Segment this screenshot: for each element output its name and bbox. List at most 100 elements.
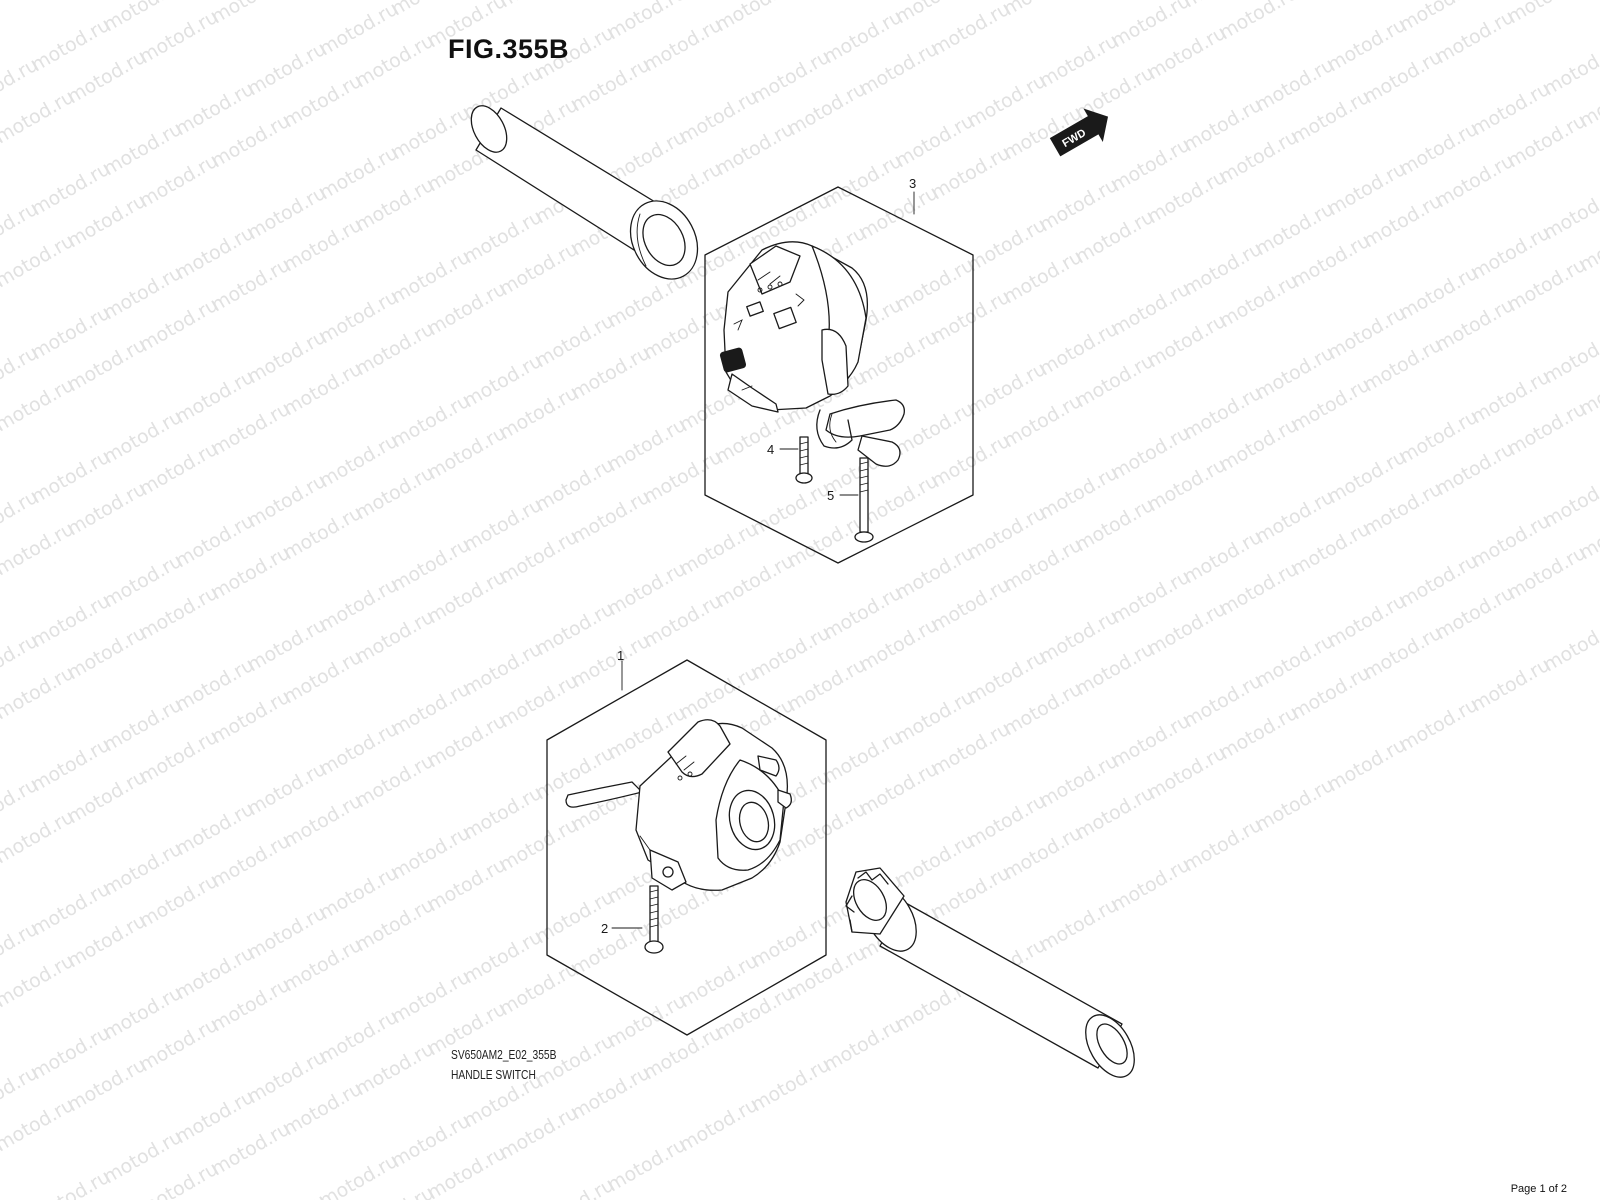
watermark-text: motod.ru	[928, 0, 1014, 60]
watermark-text: motod.ru	[208, 1118, 294, 1181]
watermark-text: motod.ru	[352, 318, 438, 381]
throttle-grip	[845, 867, 1135, 1078]
watermark-text: motod.ru	[208, 830, 294, 893]
watermark-text: motod.ru	[208, 974, 294, 1037]
watermark-text: motod.ru	[928, 430, 1014, 493]
watermark-text: motod.ru	[424, 854, 510, 917]
screw-4	[795, 436, 813, 484]
left-switch-assembly: 1 2	[546, 648, 1135, 1078]
watermark-text: motod.ru	[64, 46, 150, 109]
watermark-text: motod.ru	[1288, 230, 1374, 293]
watermark-text: motod.ru	[424, 1142, 510, 1200]
watermark-text: motod.ru	[1144, 742, 1230, 805]
watermark-text: motod.ru	[928, 286, 1014, 349]
watermark-text: motod.ru	[1288, 86, 1374, 149]
watermark-text: motod.ru	[352, 750, 438, 813]
watermark-text: motod.ru	[1432, 438, 1518, 501]
watermark-text: motod.ru	[1000, 678, 1086, 741]
watermark-text: motod.ru	[1360, 622, 1446, 685]
watermark-text: motod.ru	[280, 646, 366, 709]
watermark-text: motod.ru	[568, 342, 654, 405]
watermark-text: motod.ru	[928, 718, 1014, 781]
watermark-text: motod.ru	[496, 1102, 582, 1165]
watermark-text: motod.ru	[1540, 38, 1600, 101]
watermark-text: motod.ru	[64, 190, 150, 253]
watermark-text: motod.ru	[784, 78, 870, 141]
watermark-text: motod.ru	[748, 1054, 834, 1117]
watermark-text: motod.ru	[280, 790, 366, 853]
watermark-text: motod.ru	[64, 1054, 150, 1117]
watermark-text: motod.ru	[928, 574, 1014, 637]
watermark-text: motod.ru	[1432, 150, 1518, 213]
watermark-text: motod.ru	[136, 870, 222, 933]
watermark-text: motod.ru	[496, 526, 582, 589]
watermark-text: motod.ru	[1144, 598, 1230, 661]
watermark-text: motod.ru	[1072, 638, 1158, 701]
watermark-text: motod.ru	[1144, 454, 1230, 517]
assembly-frame-1	[546, 659, 827, 1036]
watermark-text: motod.ru	[1000, 822, 1086, 885]
watermark-text: motod.ru	[1504, 542, 1590, 605]
watermark-text: motod.ru	[424, 278, 510, 341]
watermark-text: motod.ru	[1432, 6, 1518, 69]
watermark-text: motod.ru	[856, 326, 942, 389]
watermark-text: motod.ru	[1072, 494, 1158, 557]
watermark-text: motod.ru	[1216, 558, 1302, 621]
watermark-text: motod.ru	[1288, 374, 1374, 437]
watermark-text: motod.ru	[1504, 110, 1590, 173]
assembly-frame-3	[704, 186, 974, 564]
watermark-text: motod.ru	[1216, 0, 1302, 44]
watermark-text: motod.ru	[280, 70, 366, 133]
watermark-text: motod.ru	[352, 462, 438, 525]
watermark-text: motod.ru	[1504, 0, 1590, 28]
watermark-text: motod.ru	[712, 406, 798, 469]
left-switch-housing	[565, 719, 792, 891]
right-switch-housing	[719, 241, 905, 467]
watermark-text: motod.ru	[136, 582, 222, 645]
watermark-text: motod.ru	[1540, 470, 1600, 533]
watermark-text: motod.ru	[640, 1022, 726, 1085]
watermark-text: motod.ru	[1540, 182, 1600, 245]
watermark-text: motod.ru	[712, 550, 798, 613]
watermark-text: motod.ru	[64, 334, 150, 397]
watermark-text: motod.ru	[64, 622, 150, 685]
watermark-text: motod.ru	[1000, 534, 1086, 597]
watermark-text: motod.ru	[280, 934, 366, 997]
watermark-text: motod.ru	[280, 502, 366, 565]
watermark-text: motod.ru	[712, 0, 798, 36]
watermark-text: motod.ru	[280, 1078, 366, 1141]
watermark-text: motod.ru	[1072, 62, 1158, 125]
watermark-text: motod.ru	[1036, 894, 1122, 957]
watermark-text: motod.ru	[928, 142, 1014, 205]
screw-5	[854, 457, 874, 543]
watermark-text: motod.ru	[1000, 0, 1086, 20]
callout-1: 1	[617, 648, 624, 663]
watermark-text: motod.ru	[0, 0, 78, 4]
watermark-text: motod.ru	[568, 918, 654, 981]
watermark-text: motod.ru	[64, 766, 150, 829]
watermark-text: motod.ru	[136, 6, 222, 69]
watermark-text: motod.ru	[1180, 814, 1266, 877]
watermark-text: motod.ru	[1288, 518, 1374, 581]
watermark-text: motod.ru	[1144, 310, 1230, 373]
watermark-text: motod.ru	[1432, 294, 1518, 357]
watermark-text: motod.ru	[568, 1062, 654, 1125]
watermark-text: motod.ru	[1504, 254, 1590, 317]
watermark-text: motod.ru	[1108, 854, 1194, 917]
watermark-text: motod.ru	[1540, 326, 1600, 389]
watermark-text: motod.ru	[676, 1094, 762, 1157]
watermark-text: motod.ru	[784, 942, 870, 1005]
watermark-text: motod.ru	[784, 798, 870, 861]
watermark-text: motod.ru	[712, 118, 798, 181]
watermark-text: motod.ru	[640, 14, 726, 77]
watermark-text: motod.ru	[1216, 414, 1302, 477]
callout-3: 3	[909, 176, 916, 191]
watermark-text: motod.ru	[568, 54, 654, 117]
page-indicator: Page 1 of 2	[1510, 1183, 1567, 1195]
watermark-text: motod.ru	[424, 710, 510, 773]
watermark-text: motod.ru	[424, 566, 510, 629]
watermark-text: motod.ru	[1288, 662, 1374, 725]
watermark-text: motod.ru	[496, 0, 582, 12]
watermark-text: motod.ru	[1396, 694, 1482, 757]
watermark-text: motod.ru	[208, 686, 294, 749]
